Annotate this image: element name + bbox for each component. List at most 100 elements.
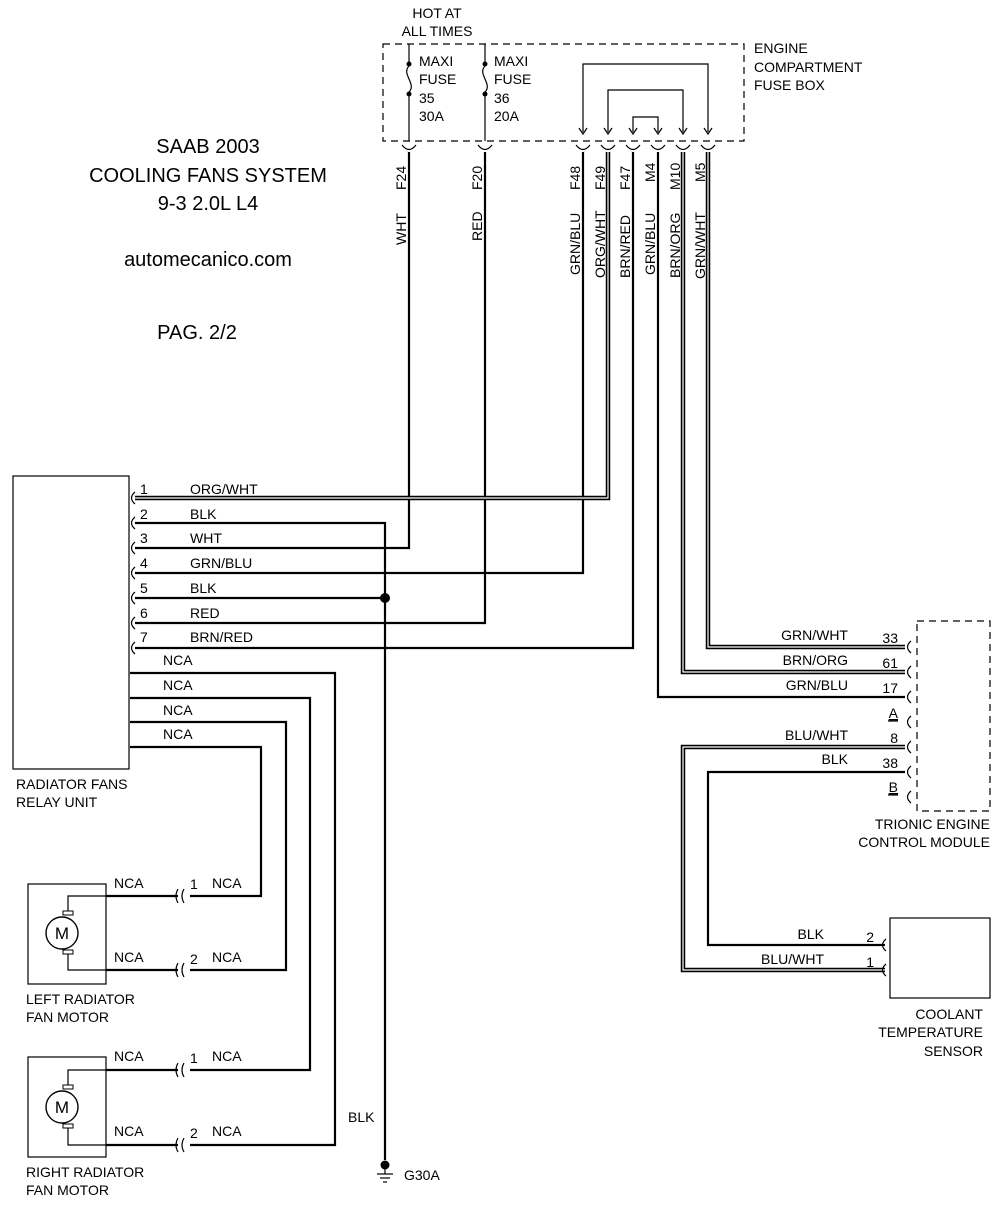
wire-red-pin6 [135, 152, 487, 625]
left-motor-box [27, 883, 107, 985]
wire-grn-wht-ecm33 [705, 152, 905, 650]
all-times-label: ALL TIMES [402, 23, 473, 39]
ecm-pin-33: 33 [882, 630, 898, 646]
radiator-fans-relay-unit: 1 ORG/WHT 2 BLK 3 WHT 4 GRN/BLU 5 BLK 6 … [12, 475, 258, 810]
right-motor-pin2-left: NCA [114, 1123, 144, 1139]
ecm-pin-17-color: GRN/BLU [786, 677, 848, 693]
fuse-box: HOT AT ALL TIMES ENGINE COMPARTMENT FUSE… [382, 5, 863, 279]
fuse-36-line-3: 36 [494, 90, 510, 106]
fuse-box-bus-inner [632, 116, 659, 132]
wire-nca-right-motor-pin1 [130, 696, 312, 1072]
fuse-35-line-3: 35 [419, 90, 435, 106]
relay-pin-3: 3 [140, 530, 148, 546]
fuse-35-line-2: FUSE [419, 71, 456, 87]
terminal-m10: M10 [667, 163, 683, 190]
sensor-label-3: SENSOR [924, 1043, 983, 1059]
relay-pin-5-color: BLK [190, 580, 217, 596]
sensor-pin-2: 2 [866, 929, 874, 945]
ecm-connector-a: A [889, 705, 899, 721]
right-motor-pin1-right: NCA [212, 1048, 242, 1064]
title-line-3: 9-3 2.0L L4 [158, 193, 258, 215]
wire-label-grn-wht: GRN/WHT [692, 212, 708, 279]
left-motor-pin1-right: NCA [212, 875, 242, 891]
fuse-35-contact [406, 61, 412, 67]
sensor-label-1: COOLANT [915, 1006, 983, 1022]
ground-g30a: BLK G30A [348, 1109, 440, 1183]
terminal-f24: F24 [393, 166, 409, 190]
relay-unit-label-1: RADIATOR FANS [16, 776, 128, 792]
wire-nca-left-motor-pin1 [130, 745, 263, 898]
ecm-outline [916, 620, 991, 812]
relay-pin-7-color: BRN/RED [190, 629, 253, 645]
wire-label-grn-blu-f48: GRN/BLU [567, 213, 583, 275]
relay-pin-2: 2 [140, 506, 148, 522]
fuse-36-line-2: FUSE [494, 71, 531, 87]
sensor-label-2: TEMPERATURE [878, 1024, 983, 1040]
ground-terminal [380, 1160, 390, 1170]
relay-pin-4: 4 [140, 555, 148, 571]
right-motor-label-2: FAN MOTOR [26, 1182, 109, 1198]
fuse-box-label-1: ENGINE [754, 40, 808, 56]
ecm-connector-b: B [889, 779, 898, 795]
right-motor-label-1: RIGHT RADIATOR [26, 1164, 144, 1180]
wires [106, 152, 905, 1160]
relay-nca-4: NCA [163, 726, 193, 742]
wire-grn-blu-ecm17 [656, 152, 905, 699]
relay-pin-1-color: ORG/WHT [190, 481, 258, 497]
left-motor-pin1-left: NCA [114, 875, 144, 891]
relay-unit-label-2: RELAY UNIT [16, 794, 98, 810]
left-motor-label-1: LEFT RADIATOR [26, 991, 135, 1007]
right-motor-connector-2 [175, 1137, 185, 1153]
ecm-pin-8: 8 [890, 730, 898, 746]
ecm-pin-61: 61 [882, 655, 898, 671]
fuse-36-line-4: 20A [494, 108, 520, 124]
left-motor-pin2-left: NCA [114, 949, 144, 965]
wire-grn-blu-pin4 [135, 152, 585, 575]
hot-at-label: HOT AT [412, 5, 462, 21]
sensor-pin-1: 1 [866, 954, 874, 970]
fuse-box-outline [382, 43, 745, 142]
wire-label-wht: WHT [393, 213, 409, 245]
page-label: PAG. 2/2 [157, 322, 237, 344]
website-label: automecanico.com [124, 249, 292, 271]
ecm-pin-33-color: GRN/WHT [781, 627, 848, 643]
fuse-36-line-1: MAXI [494, 53, 528, 69]
title-line-2: COOLING FANS SYSTEM [89, 165, 327, 187]
wire-wht-pin3 [135, 152, 411, 550]
terminal-m4: M4 [642, 162, 658, 182]
right-motor-pin2-num: 2 [190, 1125, 198, 1141]
ecm-label-2: CONTROL MODULE [858, 834, 990, 850]
sensor-pin-cups [881, 938, 887, 977]
ground-icon [377, 1169, 393, 1183]
sensor-pin-1-color: BLU/WHT [761, 951, 824, 967]
wire-label-red: RED [469, 211, 485, 241]
ecm-pin-cups [906, 640, 912, 804]
motor-icon [45, 916, 79, 950]
ecm-pin-17: 17 [882, 680, 898, 696]
fuse-box-bus-middle [607, 89, 684, 132]
relay-pin-3-color: WHT [190, 530, 222, 546]
ecm-pin-38: 38 [882, 755, 898, 771]
right-radiator-fan-motor: M NCA 1 NCA NCA 2 NCA RIGHT RADIATOR FAN… [26, 1048, 242, 1198]
terminal-f20: F20 [469, 166, 485, 190]
fuse-box-label-3: FUSE BOX [754, 77, 825, 93]
wire-brn-org-ecm61 [680, 152, 905, 675]
wire-nca-left-motor-pin2 [130, 720, 288, 972]
left-motor-pin2-right: NCA [212, 949, 242, 965]
left-motor-connector-1 [175, 888, 185, 904]
wire-label-brn-org: BRN/ORG [667, 213, 683, 278]
relay-nca-1: NCA [163, 652, 193, 668]
terminal-f47: F47 [617, 166, 633, 190]
ground-label: G30A [404, 1167, 440, 1183]
left-motor-pin2-num: 2 [190, 951, 198, 967]
fuse-box-label-2: COMPARTMENT [754, 59, 863, 75]
relay-pin-5: 5 [140, 580, 148, 596]
right-motor-pin1-num: 1 [190, 1050, 198, 1066]
relay-pin-6: 6 [140, 605, 148, 621]
sensor-pin-2-color: BLK [798, 926, 825, 942]
relay-unit-pin-cups [130, 491, 136, 655]
relay-pin-6-color: RED [190, 605, 220, 621]
right-motor-connector-1 [175, 1062, 185, 1078]
fuse-36-icon [482, 65, 488, 93]
right-motor-pin2-right: NCA [212, 1123, 242, 1139]
